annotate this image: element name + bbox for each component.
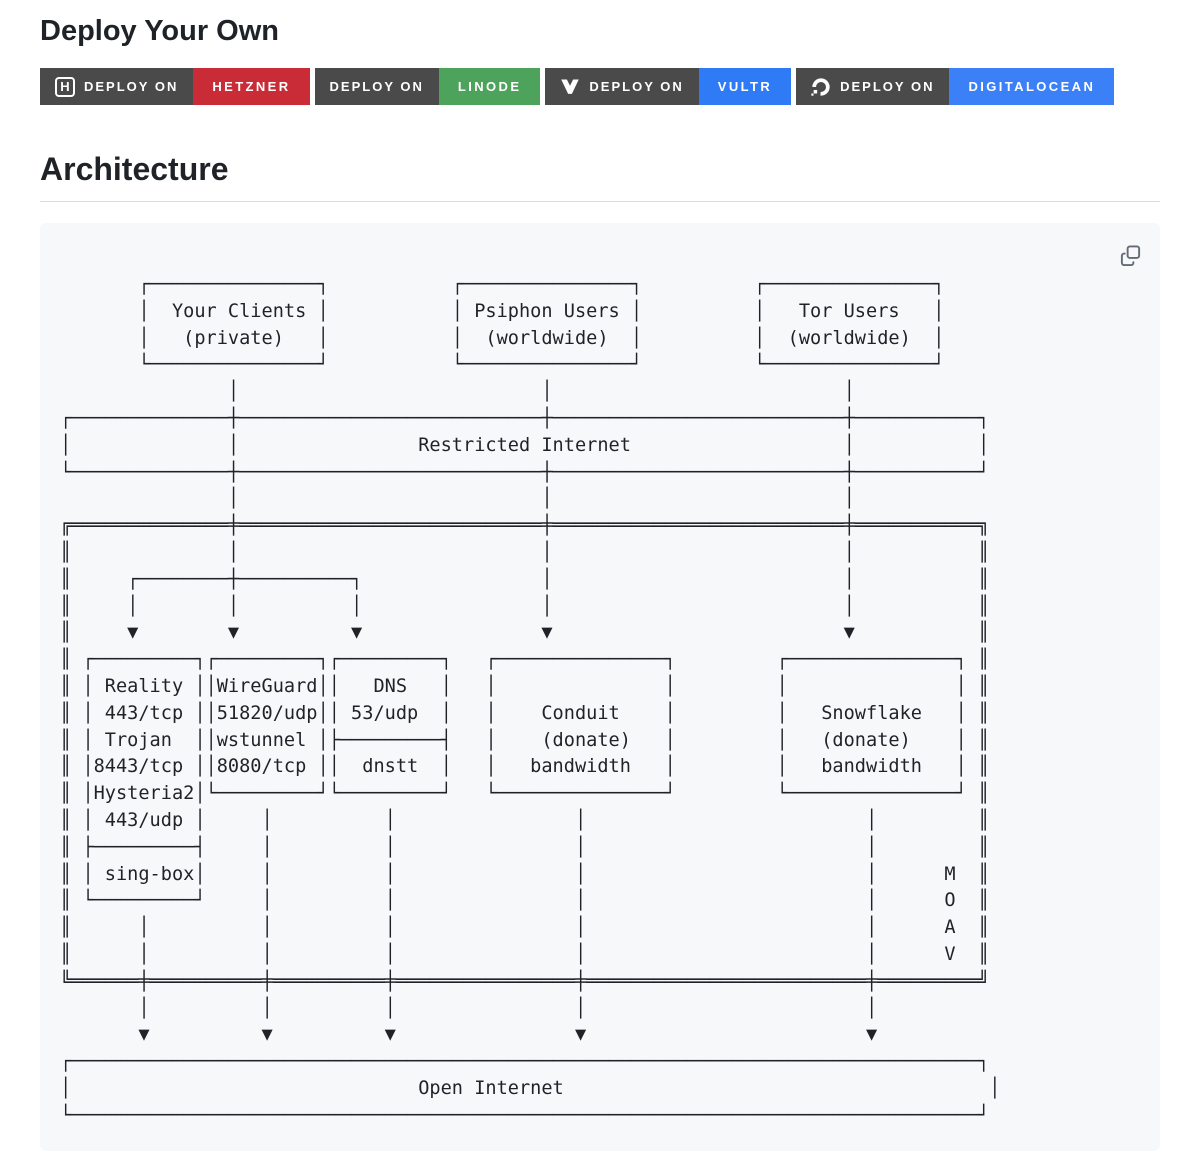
digitalocean-logo-icon	[811, 78, 830, 96]
code-block: ┌───────────────┐ ┌───────────────┐ ┌───…	[40, 223, 1160, 1152]
deploy-vultr-badge[interactable]: DEPLOY ON VULTR	[545, 68, 792, 106]
deploy-on-label: DEPLOY ON	[329, 79, 424, 95]
vultr-logo-icon	[561, 79, 580, 94]
deploy-on-label: DEPLOY ON	[589, 79, 684, 95]
deploy-hetzner-label-section: H DEPLOY ON	[40, 68, 194, 106]
copy-icon	[1120, 245, 1140, 266]
deploy-linode-label-section: DEPLOY ON	[314, 68, 439, 106]
deploy-digitalocean-label-section: DEPLOY ON	[796, 68, 950, 106]
deploy-linode-badge[interactable]: DEPLOY ON LINODE	[314, 68, 541, 106]
hetzner-provider-label: HETZNER	[193, 68, 310, 106]
linode-provider-label: LINODE	[438, 68, 541, 106]
deploy-on-label: DEPLOY ON	[84, 79, 179, 95]
deploy-your-own-heading: Deploy Your Own	[40, 15, 280, 47]
hetzner-logo-icon: H	[55, 76, 75, 97]
architecture-heading: Architecture	[40, 149, 1160, 203]
deploy-vultr-label-section: DEPLOY ON	[545, 68, 699, 106]
architecture-ascii-diagram: ┌───────────────┐ ┌───────────────┐ ┌───…	[60, 274, 1001, 1126]
copy-code-button[interactable]	[1112, 237, 1148, 273]
digitalocean-provider-label: DIGITALOCEAN	[949, 68, 1115, 106]
deploy-on-label: DEPLOY ON	[840, 79, 935, 95]
vultr-provider-label: VULTR	[698, 68, 792, 106]
deploy-badges-row: H DEPLOY ON HETZNER DEPLOY ON LINODE DEP…	[40, 68, 1160, 106]
deploy-digitalocean-badge[interactable]: DEPLOY ON DIGITALOCEAN	[796, 68, 1115, 106]
deploy-hetzner-badge[interactable]: H DEPLOY ON HETZNER	[40, 68, 310, 106]
